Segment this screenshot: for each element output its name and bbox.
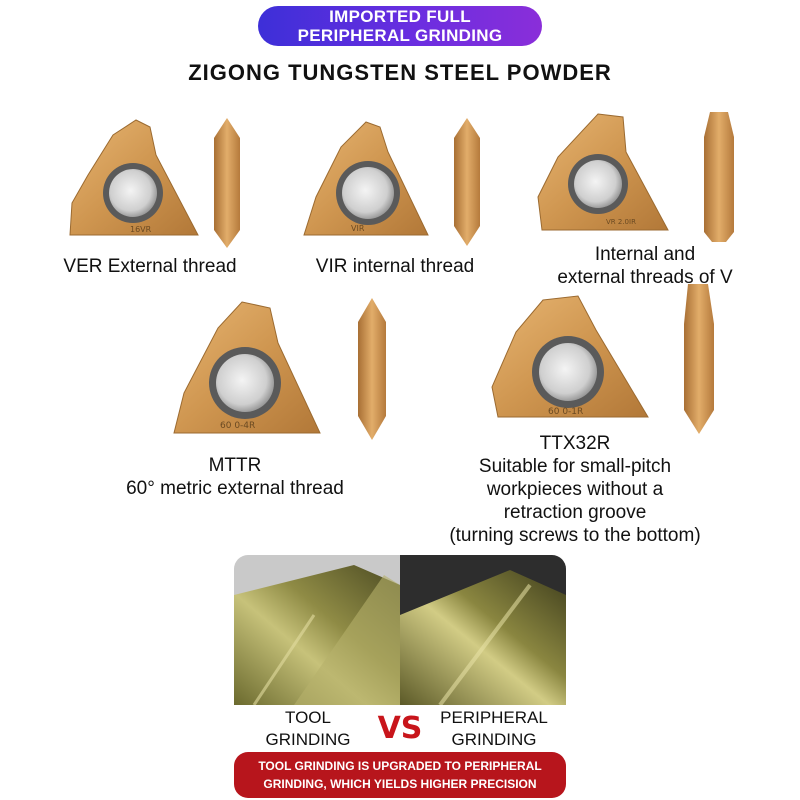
ver-label: VER External thread (63, 256, 237, 277)
mttr-label: MTTR 60° metric external thread (90, 454, 380, 500)
banner-line-2: GRINDING, WHICH YIELDS HIGHER PRECISION (263, 777, 537, 791)
ver-insert-image: 16VR (58, 115, 208, 245)
ttx32r-desc-line-1: Suitable for small-pitch (478, 456, 672, 477)
peripheral-grinding-label: PERIPHERAL GRINDING (426, 707, 562, 751)
vs-label: VS (377, 711, 423, 746)
vir-label: VIR internal thread (315, 256, 475, 277)
svg-text:VR 2.0IR: VR 2.0IR (606, 218, 636, 226)
mttr-side-image (356, 298, 388, 440)
banner-line-1: TOOL GRINDING IS UPGRADED TO PERIPHERAL (258, 759, 542, 773)
mttr-insert-image: 60 0-4R (160, 298, 335, 443)
peripheral-grinding-line-2: GRINDING (451, 730, 537, 749)
v-side-image (700, 112, 738, 242)
ttx32r-desc-line-2: workpieces without a (486, 479, 664, 500)
svg-text:16VR: 16VR (130, 225, 152, 234)
grinding-comparison: TOOL GRINDING VS PERIPHERAL GRINDING (234, 555, 566, 795)
tool-grinding-line-2: GRINDING (265, 730, 351, 749)
ttx32r-side-image (682, 284, 716, 434)
peripheral-grinding-line-1: PERIPHERAL (440, 708, 548, 727)
mttr-label-line-2: 60° metric external thread (126, 478, 344, 499)
v-label: Internal and external threads of V (520, 243, 770, 289)
vir-side-image (452, 118, 482, 246)
svg-text:VIR: VIR (351, 224, 365, 233)
ttx32r-desc-line-4: (turning screws to the bottom) (449, 525, 701, 546)
page-subtitle: ZIGONG TUNGSTEN STEEL POWDER (188, 60, 612, 85)
ttx32r-insert-image: 60 0-1R (488, 292, 660, 427)
v-label-line-1: Internal and (594, 244, 696, 265)
ttx32r-label: TTX32R Suitable for small-pitch workpiec… (410, 432, 740, 547)
v-insert-image: VR 2.0IR (528, 112, 678, 240)
tool-grinding-photo (234, 555, 400, 705)
peripheral-grinding-photo (400, 555, 566, 705)
svg-text:60 0-4R: 60 0-4R (220, 421, 255, 431)
ttx32r-desc-line-3: retraction groove (503, 502, 647, 523)
v-label-line-2: external threads of V (557, 267, 733, 288)
ttx32r-title: TTX32R (539, 433, 611, 454)
svg-text:60 0-1R: 60 0-1R (548, 407, 583, 417)
tool-grinding-line-1: TOOL (285, 708, 331, 727)
badge-line-2: PERIPHERAL GRINDING (297, 26, 503, 45)
ver-side-image (212, 118, 242, 248)
tool-grinding-label: TOOL GRINDING (248, 707, 368, 751)
mttr-label-line-1: MTTR (208, 455, 262, 476)
badge-line-1: IMPORTED FULL (329, 7, 471, 26)
precision-banner: TOOL GRINDING IS UPGRADED TO PERIPHERAL … (234, 752, 566, 798)
vir-insert-image: VIR (296, 117, 446, 245)
header-badge: IMPORTED FULL PERIPHERAL GRINDING (258, 6, 542, 46)
